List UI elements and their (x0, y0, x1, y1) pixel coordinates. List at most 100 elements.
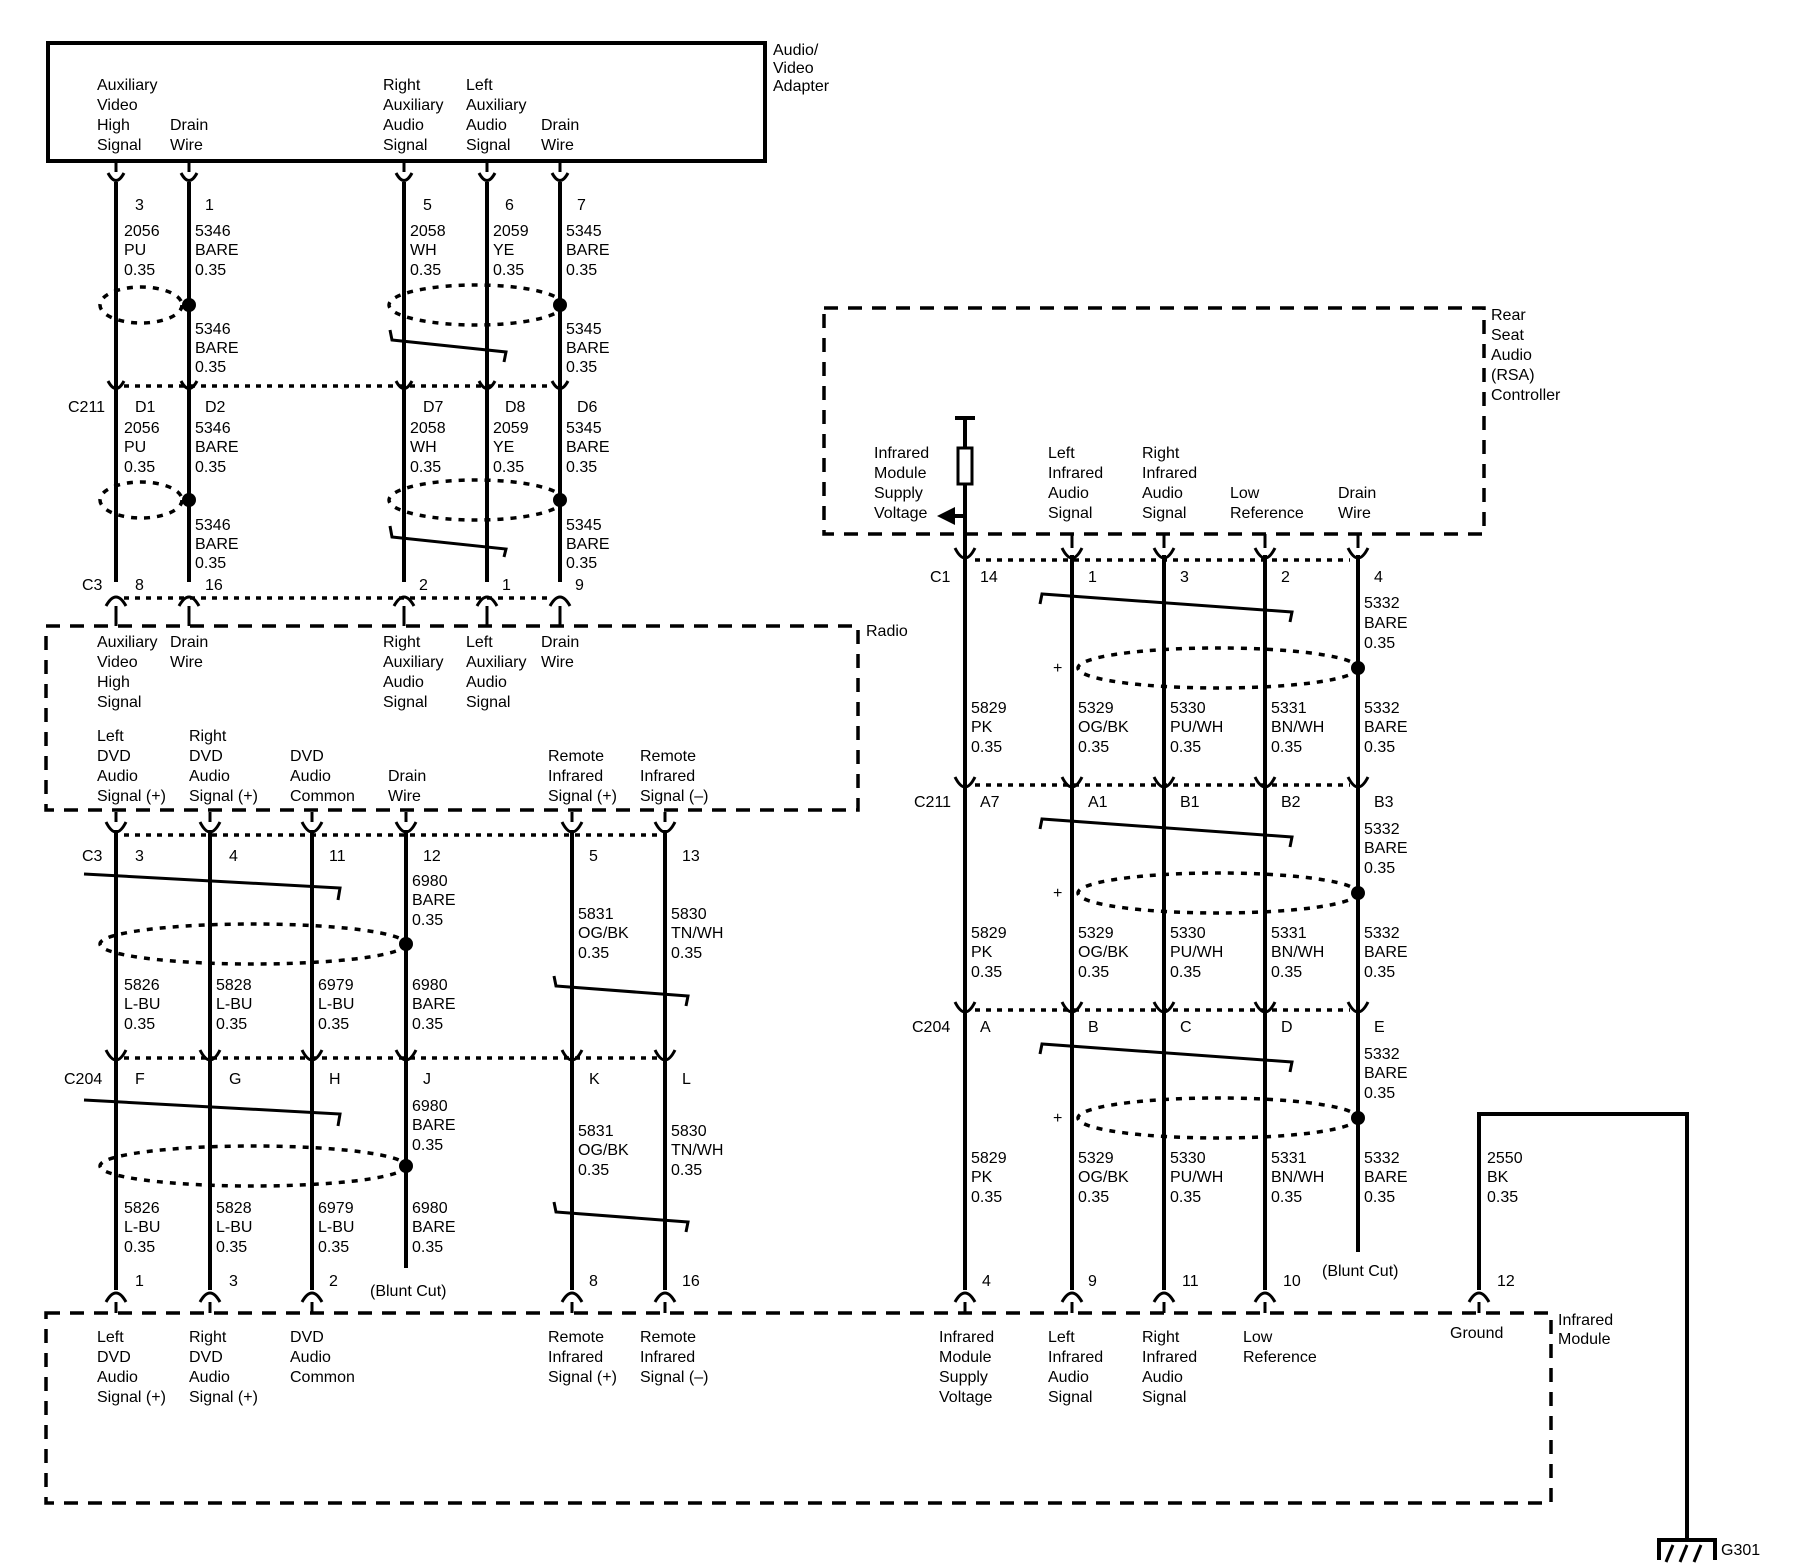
wire-label-2059-a: 2059 YE 0.35 (493, 223, 533, 279)
ir-pin-8: 8 (589, 1273, 598, 1290)
wire-label-5346-b: 5346 BARE 0.35 (195, 321, 243, 376)
wire-label-5331-b: 5331 BN/WH 0.35 (1271, 925, 1329, 981)
shield-mark-r3: + (1053, 1110, 1062, 1127)
ir-pin-1: 1 (135, 1273, 144, 1290)
supply-fuse-symbol (937, 416, 975, 534)
ir-label-right-ir: Right Infrared Audio Signal (1142, 1329, 1202, 1406)
wire-label-5329-b: 5329 OG/BK 0.35 (1078, 925, 1133, 981)
radio-label-drain-2: Drain Wire (541, 634, 584, 671)
shield-r2 (1076, 871, 1360, 915)
ir-pin-4: 4 (982, 1273, 991, 1290)
ir-pin-11: 11 (1182, 1273, 1199, 1290)
ir-label-low-ref: Low Reference (1243, 1329, 1317, 1366)
radio-label-left-dvd: Left DVD Audio Signal (+) (97, 728, 166, 805)
c3-pin-3: 3 (135, 848, 144, 865)
ir-pin-10: 10 (1283, 1273, 1301, 1290)
radio-label-remote-pos: Remote Infrared Signal (+) (548, 748, 617, 805)
c1-pins (953, 534, 1370, 560)
c204-pin-c: C (1180, 1019, 1192, 1036)
ground-wire (1477, 1112, 1689, 1540)
c204-left-pins (104, 1049, 677, 1062)
c3-pin-9: 9 (575, 577, 584, 594)
rsa-controller-title: Rear Seat Audio (RSA) Controller (1491, 307, 1561, 404)
c1-pin-14: 14 (980, 569, 998, 586)
c204-pin-j: J (423, 1071, 431, 1088)
twist-3 (83, 872, 342, 901)
shield-4 (98, 1144, 408, 1188)
c204-left-label: C204 (64, 1071, 102, 1088)
twist-2 (388, 525, 508, 558)
radio-label-right-dvd: Right DVD Audio Signal (+) (189, 728, 258, 805)
adapter-label-drain-2: Drain Wire (541, 117, 584, 154)
ir-label-right-dvd: Right DVD Audio Signal (+) (189, 1329, 258, 1406)
wire-label-5329-a: 5329 OG/BK 0.35 (1078, 700, 1133, 756)
c3-pin-8: 8 (135, 577, 144, 594)
rsa-label-low-ref: Low Reference (1230, 485, 1304, 522)
radio-label-left-aux: Left Auxiliary Audio Signal (466, 634, 531, 711)
ir-label-supply: Infrared Module Supply Voltage (939, 1329, 999, 1406)
radio-title: Radio (866, 623, 908, 640)
shield-1b (387, 283, 565, 327)
wire-label-5829-b: 5829 PK 0.35 (971, 925, 1011, 981)
c211-pin-a7: A7 (980, 794, 1000, 811)
ir-label-dvd-common: DVD Audio Common (290, 1329, 355, 1386)
ir-pin-3: 3 (229, 1273, 238, 1290)
radio-label-drain-3: Drain Wire (388, 768, 431, 805)
twist-r3 (1038, 1042, 1294, 1073)
c211-left-pins (106, 380, 570, 390)
splice-5332-b (1351, 886, 1365, 900)
upper-left-wires (114, 182, 562, 582)
c1-pin-3: 3 (1180, 569, 1189, 586)
rsa-label-drain: Drain Wire (1338, 485, 1381, 522)
c3-pin-2: 2 (419, 577, 428, 594)
c3-pin-5: 5 (589, 848, 598, 865)
c3-pin-16: 16 (205, 577, 223, 594)
radio-label-right-aux: Right Auxiliary Audio Signal (383, 634, 448, 711)
ir-pin-2: 2 (329, 1273, 338, 1290)
c211-pin-d2: D2 (205, 399, 226, 416)
shield-r3 (1076, 1096, 1360, 1140)
wire-label-5828-a: 5828 L-BU 0.35 (216, 977, 257, 1033)
c211-pin-d7: D7 (423, 399, 444, 416)
splice-5332-a (1351, 661, 1365, 675)
c211-pin-b3: B3 (1374, 794, 1394, 811)
splice-5332-c (1351, 1111, 1365, 1125)
wire-label-5831-b: 5831 OG/BK 0.35 (578, 1123, 633, 1179)
wire-label-6979-a: 6979 L-BU 0.35 (318, 977, 359, 1033)
c211-left-label: C211 (68, 399, 105, 416)
wire-label-5826-a: 5826 L-BU 0.35 (124, 977, 165, 1033)
infrared-module-title: Infrared Module (1558, 1312, 1618, 1348)
wire-label-5830-a: 5830 TN/WH 0.35 (671, 906, 728, 962)
c3-top-label: C3 (82, 577, 103, 594)
wire-label-5345-a: 5345 BARE 0.35 (566, 223, 614, 279)
av-adapter-box (46, 41, 767, 163)
c204-pin-g: G (229, 1071, 241, 1088)
wire-label-5330-b: 5330 PU/WH 0.35 (1170, 925, 1228, 981)
splice-5345-a (553, 298, 567, 312)
ir-label-left-dvd: Left DVD Audio Signal (+) (97, 1329, 166, 1406)
ir-label-remote-neg: Remote Infrared Signal (–) (640, 1329, 708, 1386)
shield-r1 (1076, 646, 1360, 690)
c211-right-label: C211 (914, 794, 951, 811)
wire-label-5831-a: 5831 OG/BK 0.35 (578, 906, 633, 962)
c204-pin-f: F (135, 1071, 145, 1088)
wire-label-5332-c: 5332 BARE 0.35 (1364, 821, 1412, 877)
wire-label-2058-a: 2058 WH 0.35 (410, 223, 450, 279)
ir-pin-9: 9 (1088, 1273, 1097, 1290)
adapter-label-left-aux: Left Auxiliary Audio Signal (466, 77, 531, 154)
wire-label-5329-c: 5329 OG/BK 0.35 (1078, 1150, 1133, 1206)
c211-pin-d8: D8 (505, 399, 526, 416)
wire-label-5826-b: 5826 L-BU 0.35 (124, 1200, 165, 1256)
wire-label-5332-b: 5332 BARE 0.35 (1364, 700, 1412, 756)
ir-label-remote-pos: Remote Infrared Signal (+) (548, 1329, 617, 1386)
shield-2b (387, 478, 565, 522)
splice-6980-b (399, 1159, 413, 1173)
twist-remote-1 (552, 975, 690, 1007)
c3-pin-13: 13 (682, 848, 700, 865)
wire-label-2550: 2550 BK 0.35 (1487, 1150, 1527, 1206)
c204-pin-k: K (589, 1071, 600, 1088)
infrared-module-box (44, 1311, 1553, 1505)
wire-label-5346-c: 5346 BARE 0.35 (195, 420, 243, 476)
wire-label-5829-a: 5829 PK 0.35 (971, 700, 1011, 756)
ground-icon (1657, 1538, 1717, 1563)
